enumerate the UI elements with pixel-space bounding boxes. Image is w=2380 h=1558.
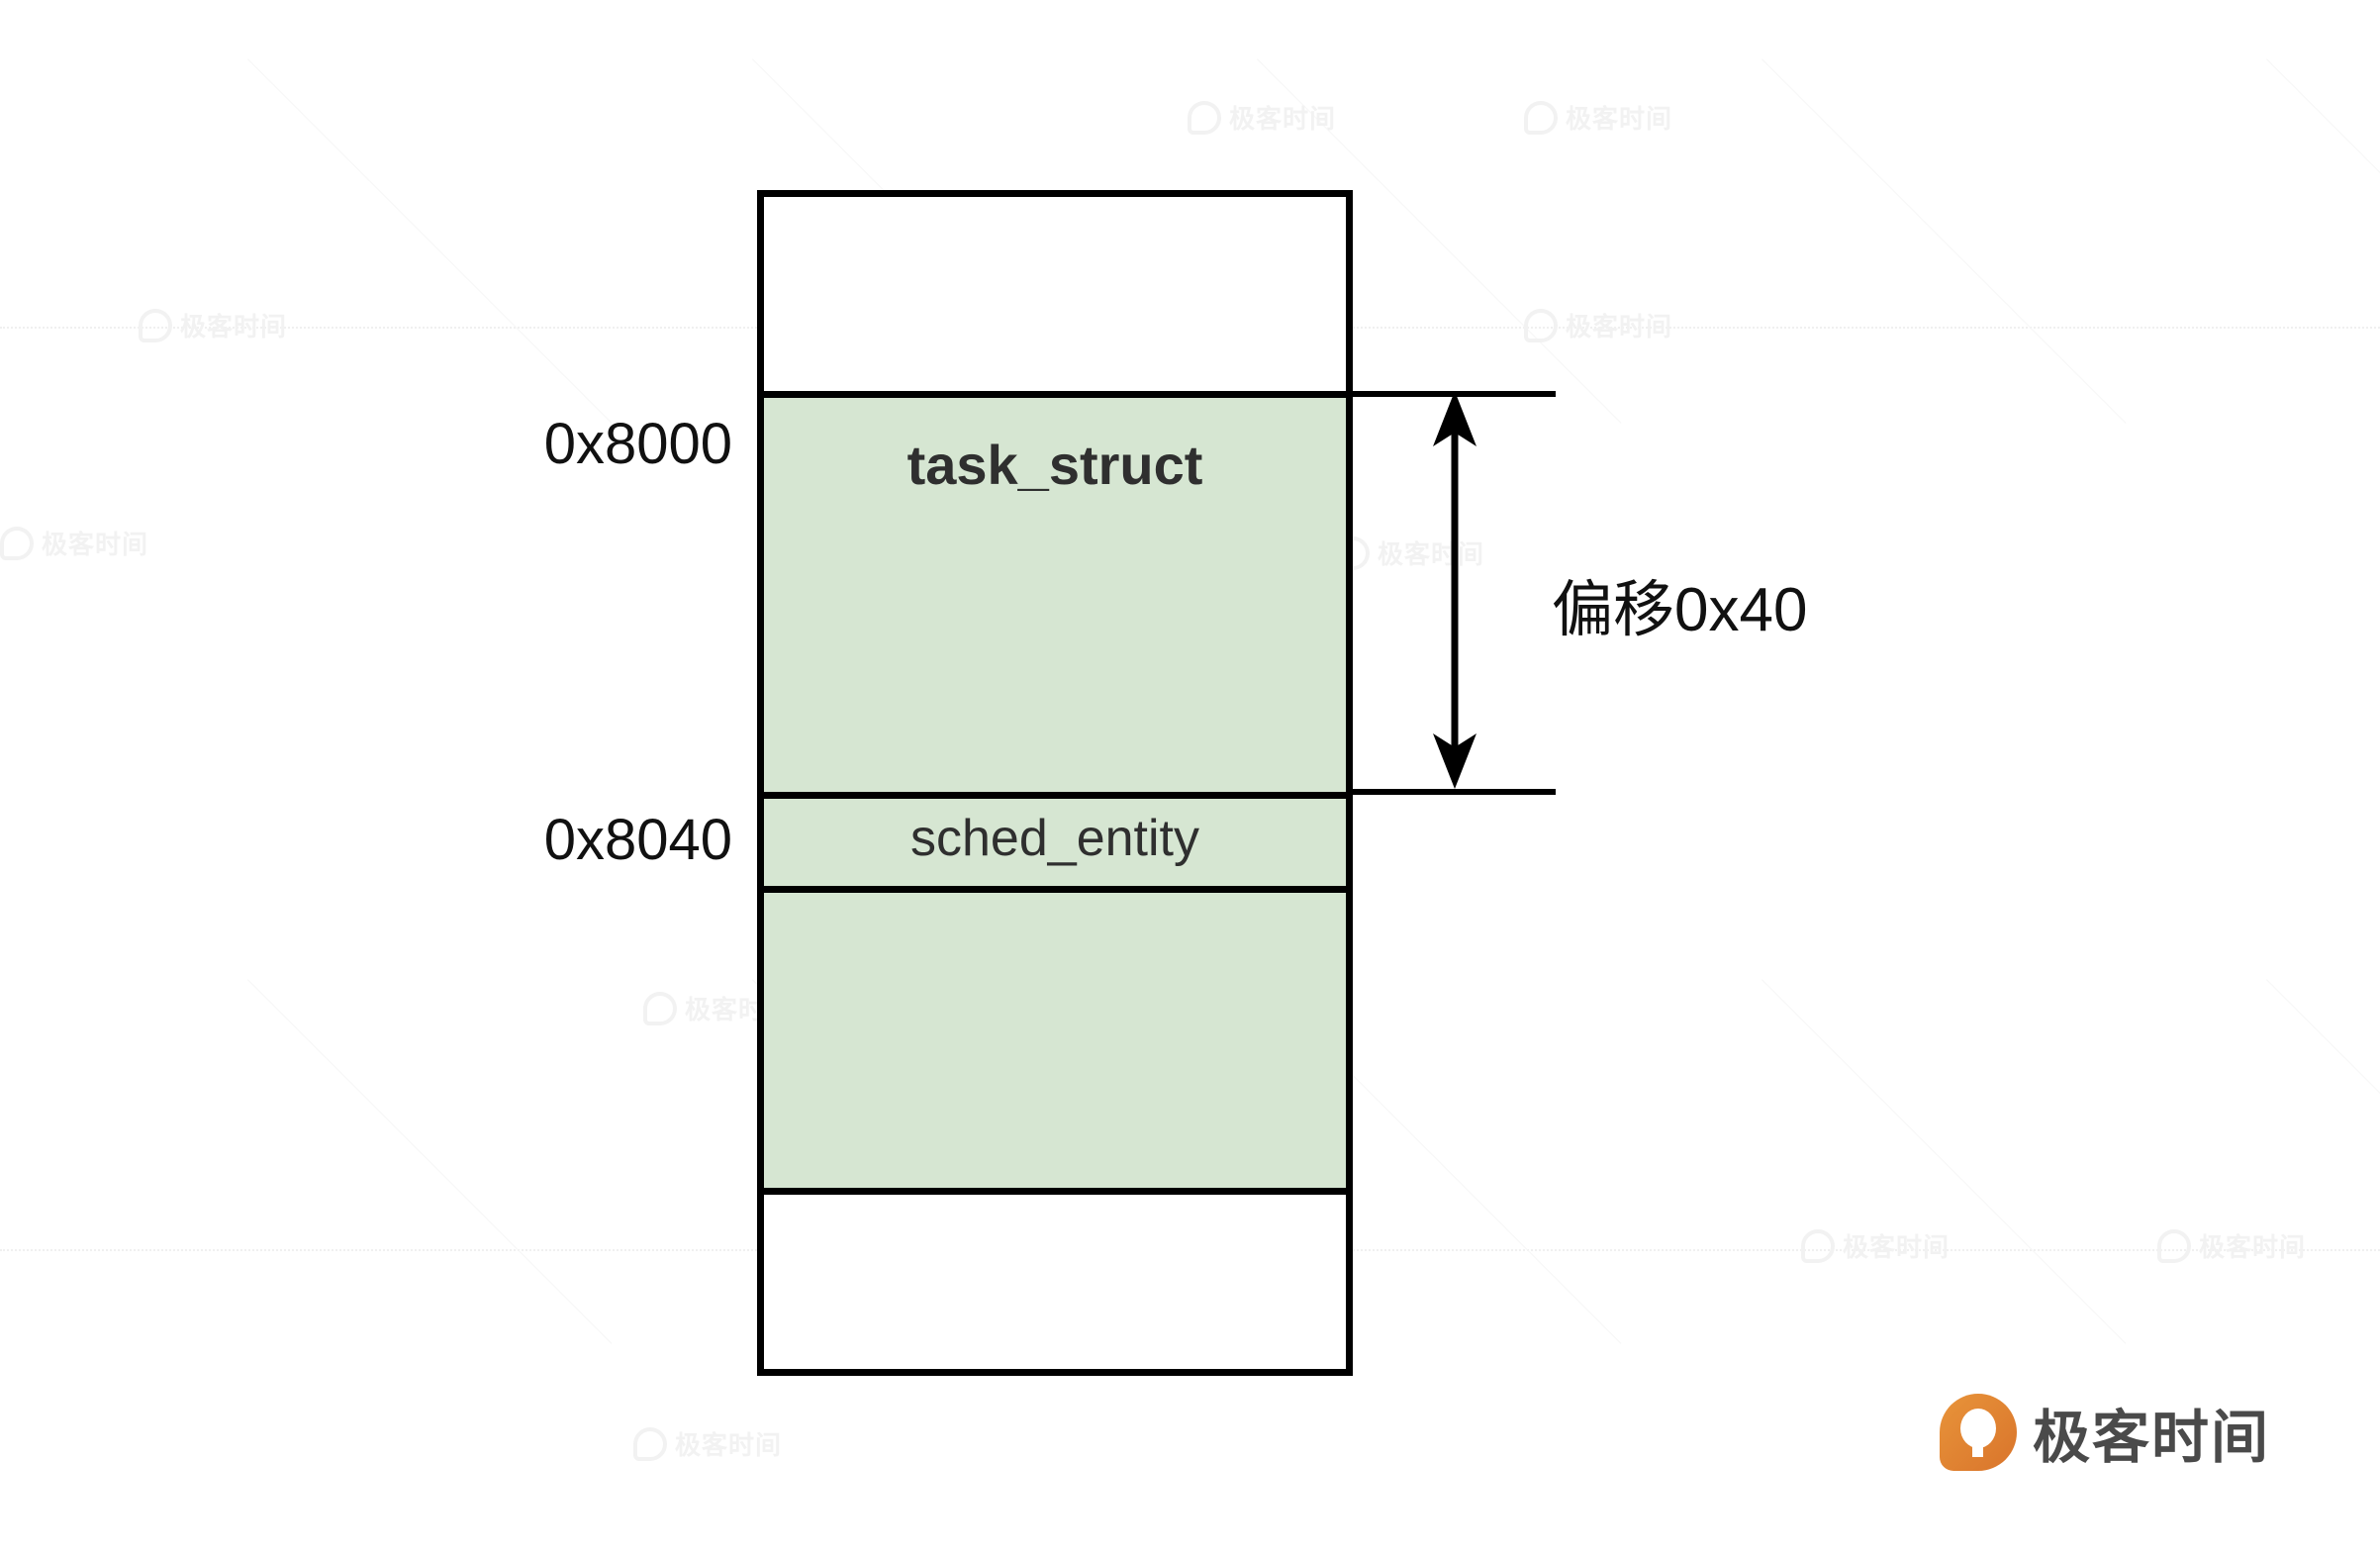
brand-name: 极客时间 [2033, 1406, 2271, 1470]
brand-logo: 极客时间 [1940, 1391, 2270, 1474]
segment-bottom-blank [764, 1188, 1346, 1369]
segment-label-task-struct: task_struct [906, 434, 1203, 496]
segment-sched-entity [764, 792, 1346, 886]
segment-top-blank [764, 197, 1346, 391]
logo-stem [1972, 1423, 1983, 1457]
offset-double-arrow-icon [1425, 391, 1484, 789]
offset-extension-line-bottom [1346, 789, 1556, 795]
geektime-logo-icon [1940, 1394, 2017, 1471]
offset-annotation-label: 偏移0x40 [1552, 576, 1808, 644]
address-label-task-struct: 0x8000 [543, 412, 732, 476]
segment-task-struct [764, 391, 1346, 792]
segment-label-sched-entity: sched_entity [910, 810, 1199, 867]
address-label-sched-entity: 0x8040 [543, 808, 732, 872]
segment-remaining-fields [764, 886, 1346, 1188]
memory-block: task_struct sched_entity [757, 190, 1353, 1376]
